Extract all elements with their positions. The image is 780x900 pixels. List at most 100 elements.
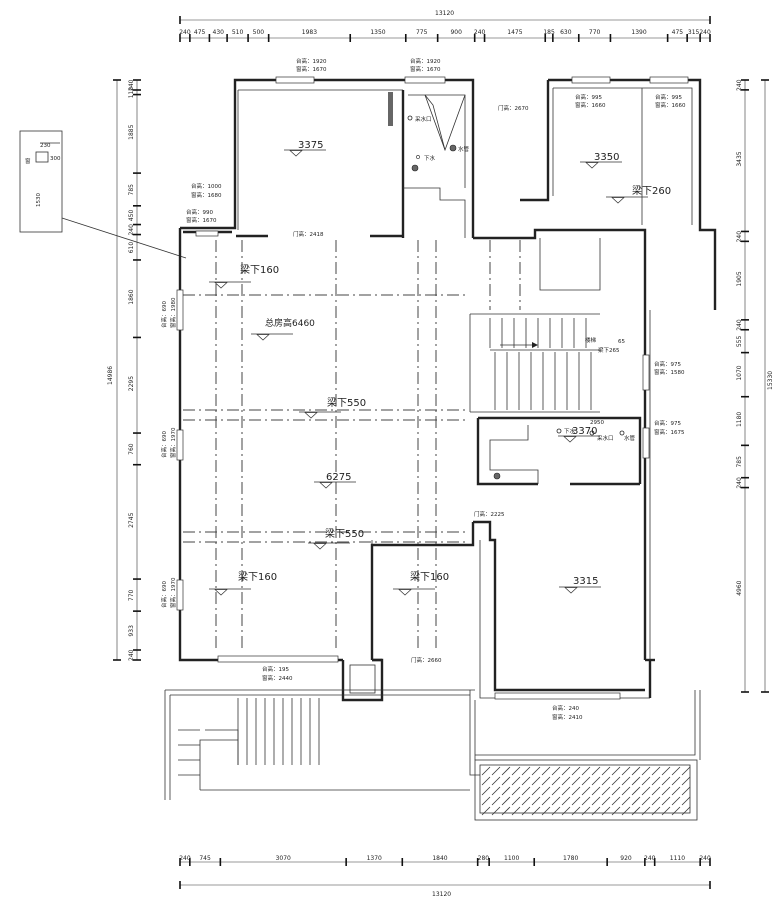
detail-1530: 1530 <box>36 193 42 207</box>
top-dim-9: 240 <box>474 29 486 36</box>
beam-label-550-b: 梁下550 <box>325 527 364 540</box>
win-tr2-sill: 台高：995 <box>655 93 682 101</box>
bottom-dim-8: 920 <box>620 855 632 862</box>
left-dim-3: 785 <box>128 184 135 196</box>
elev-65: 65 <box>618 339 625 345</box>
top-dim-3: 510 <box>232 29 244 36</box>
overall-width-top: 13120 <box>435 10 454 17</box>
detail-230: 230 <box>40 143 51 149</box>
window-labels: 台高：1920 窗高：1670 台高：1920 窗高：1670 台高：995 窗… <box>160 57 686 721</box>
right-dim-1: 3435 <box>736 151 743 166</box>
room-3350: 3350 <box>594 152 619 163</box>
beam-label-260: 梁下260 <box>632 184 671 197</box>
right-total: 15330 <box>767 371 774 390</box>
room-3375: 3375 <box>298 140 323 151</box>
left-dim-6: 610 <box>128 242 135 254</box>
door-2418: 门高：2418 <box>293 230 324 238</box>
bottom-dim-3: 1370 <box>367 855 382 862</box>
door-2660: 门高：2660 <box>411 656 442 664</box>
win-b2-head: 窗高：2410 <box>552 713 583 721</box>
right-dim-0: 240 <box>736 79 743 91</box>
room-3370: 3370 <box>572 426 597 437</box>
left-total: 14986 <box>107 366 114 385</box>
left-dim-12: 933 <box>128 625 135 637</box>
win-v3-sill: 台高：690 <box>160 581 168 608</box>
right-dim-2: 240 <box>736 231 743 243</box>
beam-label-160-b: 梁下160 <box>238 570 277 583</box>
top-dim-7: 775 <box>416 29 428 36</box>
win-top2-head: 窗高：1670 <box>410 65 441 73</box>
left-dim-11: 770 <box>128 589 135 601</box>
detail-label: 窗 <box>25 157 31 165</box>
bottom-dim-4: 1840 <box>432 855 447 862</box>
top-dim-0: 240 <box>179 29 191 36</box>
top-dim-5: 1983 <box>302 29 317 36</box>
bottom-dim-2: 3070 <box>276 855 291 862</box>
right-dim-5: 555 <box>736 336 743 348</box>
win-r1-head: 窗高：1580 <box>654 368 685 376</box>
right-dim-9: 240 <box>736 477 743 489</box>
water-2-label: 水管 <box>624 434 636 442</box>
top-dim-11: 185 <box>543 29 555 36</box>
left-dim-10: 2745 <box>128 512 135 527</box>
top-dim-12: 630 <box>560 29 572 36</box>
left-dim-1: 110 <box>128 87 135 99</box>
top-dim-2: 430 <box>213 29 225 36</box>
left-dim-7: 1860 <box>128 289 135 304</box>
bottom-dim-0: 240 <box>179 855 191 862</box>
win-r2-head: 窗高：1675 <box>654 428 685 436</box>
door-labels: 门高：2670 门高：2418 门高：2225 门高：2660 <box>293 104 529 664</box>
left-dim-13: 240 <box>128 649 135 661</box>
top-dim-10: 1475 <box>507 29 522 36</box>
bottom-dim-9: 240 <box>644 855 656 862</box>
elev-2950: 2950 <box>590 420 604 426</box>
win-tr1-sill: 台高：995 <box>575 93 602 101</box>
win-l2-head: 窗高：1670 <box>186 216 217 224</box>
win-top2-sill: 台高：1920 <box>410 57 441 65</box>
bottom-dim-5: 280 <box>478 855 490 862</box>
win-v1-head: 窗高：1980 <box>169 297 177 328</box>
bottom-dim-6: 1100 <box>504 855 519 862</box>
win-v1-sill: 台高：690 <box>160 301 168 328</box>
terrace-hatch <box>481 766 691 816</box>
right-dim-6: 1070 <box>736 365 743 380</box>
left-dimensions: 14986 2401101885785450240610186022957602… <box>107 79 141 661</box>
win-l1-sill: 台高：1000 <box>191 182 222 190</box>
top-dim-17: 240 <box>699 29 711 36</box>
left-dim-9: 760 <box>128 443 135 455</box>
win-v2-head: 窗高：1970 <box>169 427 177 458</box>
bottom-dim-10: 1110 <box>670 855 685 862</box>
top-dim-14: 1390 <box>631 29 646 36</box>
left-dim-5: 240 <box>128 224 135 236</box>
win-r1-sill: 台高：975 <box>654 360 681 368</box>
win-top1-sill: 台高：1920 <box>296 57 327 65</box>
left-dim-2: 1885 <box>128 124 135 139</box>
beam-label-550-a: 梁下550 <box>327 396 366 409</box>
top-dim-6: 1350 <box>370 29 385 36</box>
total-room-height: 总房高6460 <box>265 317 315 329</box>
win-b2-sill: 台高：240 <box>552 704 579 712</box>
room-labels: 3375 3350 6275 3370 3315 总房高6460 <box>265 140 619 587</box>
beam-label-160-a: 梁下160 <box>240 263 279 276</box>
top-dim-8: 900 <box>450 29 462 36</box>
right-dim-8: 785 <box>736 456 743 468</box>
drain-1-label: 下水 <box>424 154 436 162</box>
overall-width-bottom: 13120 <box>432 891 451 898</box>
beam-lines <box>183 240 521 650</box>
elevation-markers <box>209 149 648 596</box>
fixtures: 采水口 水管 下水 下水 采水口 水管 楼梯 梁下265 2950 65 <box>388 92 636 480</box>
stair-label: 楼梯 <box>585 336 597 344</box>
beam-label-160-c: 梁下160 <box>410 570 449 583</box>
win-l2-sill: 台高：990 <box>186 208 213 216</box>
left-dim-0: 240 <box>128 79 135 91</box>
top-dim-4: 500 <box>253 29 265 36</box>
stair-sublabel: 梁下265 <box>598 346 620 354</box>
water-1-label: 水管 <box>458 145 470 153</box>
drain-2-label: 下水 <box>564 427 576 435</box>
left-dim-4: 450 <box>128 210 135 222</box>
walls <box>164 78 717 821</box>
